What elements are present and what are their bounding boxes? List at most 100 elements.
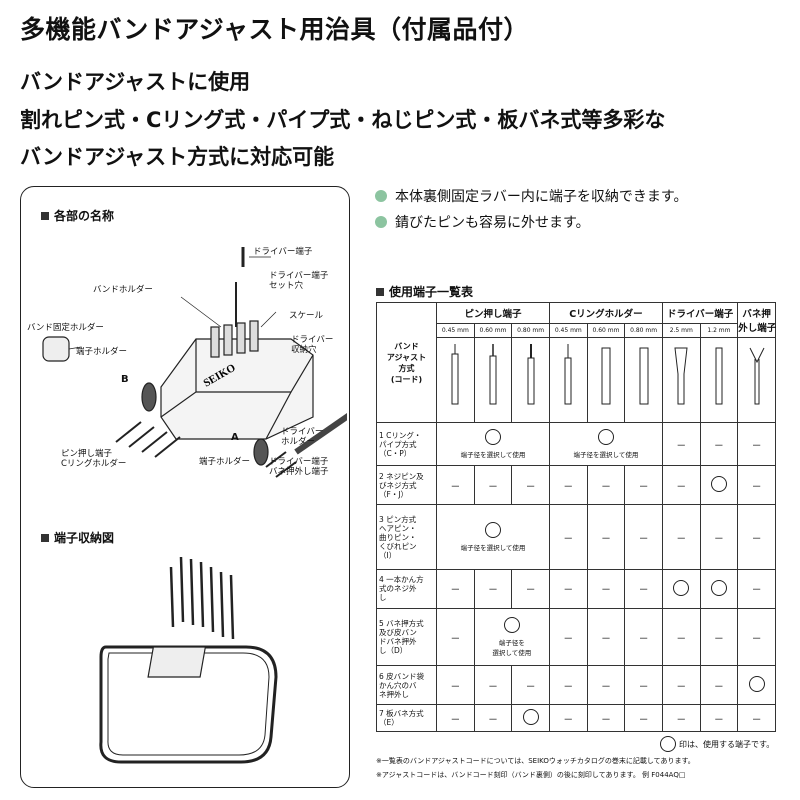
dash-cell: － bbox=[624, 704, 663, 732]
spring-tip-icon bbox=[749, 347, 765, 405]
dash-cell: － bbox=[436, 568, 475, 609]
circle-mark-icon bbox=[484, 522, 501, 539]
dash-cell: － bbox=[586, 568, 626, 609]
circle-mark-icon bbox=[522, 709, 539, 726]
dash-cell: － bbox=[473, 465, 513, 506]
dash-cell: － bbox=[548, 504, 588, 570]
table-cell bbox=[661, 568, 701, 609]
dash-cell: － bbox=[436, 465, 475, 506]
label-tip-holder-left: 端子ホルダー bbox=[76, 347, 128, 357]
dash-cell: － bbox=[624, 568, 663, 609]
dash-cell: － bbox=[436, 607, 475, 667]
table-cell: 端子径を選択して使用 bbox=[548, 421, 663, 467]
circle-mark-icon bbox=[660, 736, 676, 752]
dash-cell: － bbox=[624, 607, 663, 667]
dash-cell: － bbox=[586, 704, 626, 732]
row-label: 1 Cリング・ パイプ方式 （C・P） bbox=[376, 421, 437, 467]
dash-cell: － bbox=[548, 665, 588, 706]
dash-cell: － bbox=[699, 704, 739, 732]
size-cell: 0.80 mm bbox=[624, 323, 663, 338]
table-corner: バンド アジャスト 方式 (コード) bbox=[376, 302, 437, 423]
tip-illustration bbox=[661, 337, 701, 423]
table-cell bbox=[737, 665, 776, 706]
feature-bullet-1: 本体裏側固定ラバー内に端子を収納できます。 bbox=[375, 186, 687, 206]
circle-mark-icon bbox=[710, 476, 727, 493]
dash-cell: － bbox=[624, 504, 663, 570]
dash-cell: － bbox=[737, 568, 776, 609]
subtitle-line-2: 割れピン式・Cリング式・パイプ式・ねじピン式・板バネ式等多彩な bbox=[20, 108, 666, 132]
square-bullet-icon bbox=[41, 533, 49, 542]
dash-cell: － bbox=[737, 465, 776, 506]
dash-cell: － bbox=[586, 607, 626, 667]
dash-cell: － bbox=[548, 568, 588, 609]
table-legend: 印は、使用する端子です。 bbox=[660, 736, 774, 752]
table-cell bbox=[699, 465, 739, 506]
table-cell: 端子径を 選択して使用 bbox=[473, 607, 550, 667]
storage-illustration bbox=[99, 556, 278, 764]
label-band-fix-holder: バンド固定ホルダー bbox=[27, 323, 104, 333]
square-bullet-icon bbox=[376, 287, 384, 296]
tip-illustration bbox=[473, 337, 513, 423]
size-cell: 0.80 mm bbox=[511, 323, 550, 338]
tip-illustration bbox=[624, 337, 663, 423]
row-label: 2 ネジピン及 びネジ方式 （F・J） bbox=[376, 465, 437, 506]
circle-mark-icon bbox=[710, 579, 727, 596]
label-tip-holder-bottom: 端子ホルダー bbox=[199, 457, 251, 467]
dash-cell: － bbox=[624, 465, 663, 506]
subtitle-line-3: バンドアジャスト方式に対応可能 bbox=[20, 145, 335, 169]
feature-bullet-2: 錆びたピンも容易に外せます。 bbox=[375, 212, 590, 232]
driver-tip-icon bbox=[715, 347, 723, 405]
tip-illustration bbox=[436, 337, 475, 423]
dash-cell: － bbox=[473, 568, 513, 609]
dash-cell: － bbox=[661, 465, 701, 506]
label-driver-tip-hole: ドライバー端子 セット穴 bbox=[269, 271, 329, 291]
dash-cell: － bbox=[586, 665, 626, 706]
green-dot-icon bbox=[375, 190, 387, 202]
pin-tip-icon bbox=[527, 344, 535, 405]
dash-cell: － bbox=[511, 568, 550, 609]
pin-tip-icon bbox=[451, 344, 459, 405]
subtitle-line-1: バンドアジャストに使用 bbox=[20, 70, 251, 94]
dash-cell: － bbox=[699, 421, 739, 467]
group-pin-push: ピン押し端子 bbox=[436, 302, 550, 324]
size-cell: 2.5 mm bbox=[661, 323, 701, 338]
table-cell bbox=[511, 704, 550, 732]
dash-cell: － bbox=[624, 665, 663, 706]
dash-cell: － bbox=[548, 607, 588, 667]
label-band-holder: バンドホルダー bbox=[93, 285, 153, 295]
dash-cell: － bbox=[661, 504, 701, 570]
dash-cell: － bbox=[699, 504, 739, 570]
c-ring-tip-icon bbox=[639, 347, 649, 405]
dash-cell: － bbox=[548, 704, 588, 732]
group-spring: バネ押 外し端子 bbox=[737, 302, 776, 338]
dash-cell: － bbox=[548, 465, 588, 506]
size-cell: 0.60 mm bbox=[473, 323, 513, 338]
size-cell: 0.45 mm bbox=[436, 323, 475, 338]
footnote-2: ※アジャストコードは、バンドコード刻印（バンド裏側）の後に刻印してあります。 例… bbox=[376, 771, 686, 779]
dash-cell: － bbox=[511, 665, 550, 706]
label-driver-storage: ドライバー 収納穴 bbox=[291, 335, 334, 355]
row-label: 4 一本かん方 式のネジ外 し bbox=[376, 568, 437, 609]
footnote-1: ※一覧表のバンドアジャストコードについては、SEIKOウォッチカタログの巻末に記… bbox=[376, 757, 695, 765]
driver-tip-icon bbox=[674, 347, 688, 405]
circle-mark-icon bbox=[503, 617, 520, 634]
table-cell: 端子径を選択して使用 bbox=[436, 504, 550, 570]
pin-tip-icon bbox=[489, 344, 497, 405]
label-scale: スケール bbox=[289, 311, 324, 321]
group-c-ring: Cリングホルダー bbox=[548, 302, 663, 324]
square-bullet-icon bbox=[41, 211, 49, 220]
storage-section-heading: 端子収納図 bbox=[41, 529, 114, 546]
dash-cell: － bbox=[586, 504, 626, 570]
tool-illustration: SEIKO bbox=[42, 247, 347, 478]
row-label: 6 皮バンド袋 かん穴のバ ネ押外し bbox=[376, 665, 437, 706]
tip-illustration bbox=[511, 337, 550, 423]
dash-cell: － bbox=[737, 704, 776, 732]
circle-mark-icon bbox=[484, 429, 501, 446]
dash-cell: － bbox=[473, 704, 513, 732]
size-cell: 0.45 mm bbox=[548, 323, 588, 338]
dash-cell: － bbox=[737, 504, 776, 570]
dash-cell: － bbox=[661, 665, 701, 706]
label-driver-tip: ドライバー端子 bbox=[253, 247, 313, 257]
label-b: B bbox=[121, 374, 129, 385]
dash-cell: － bbox=[737, 607, 776, 667]
